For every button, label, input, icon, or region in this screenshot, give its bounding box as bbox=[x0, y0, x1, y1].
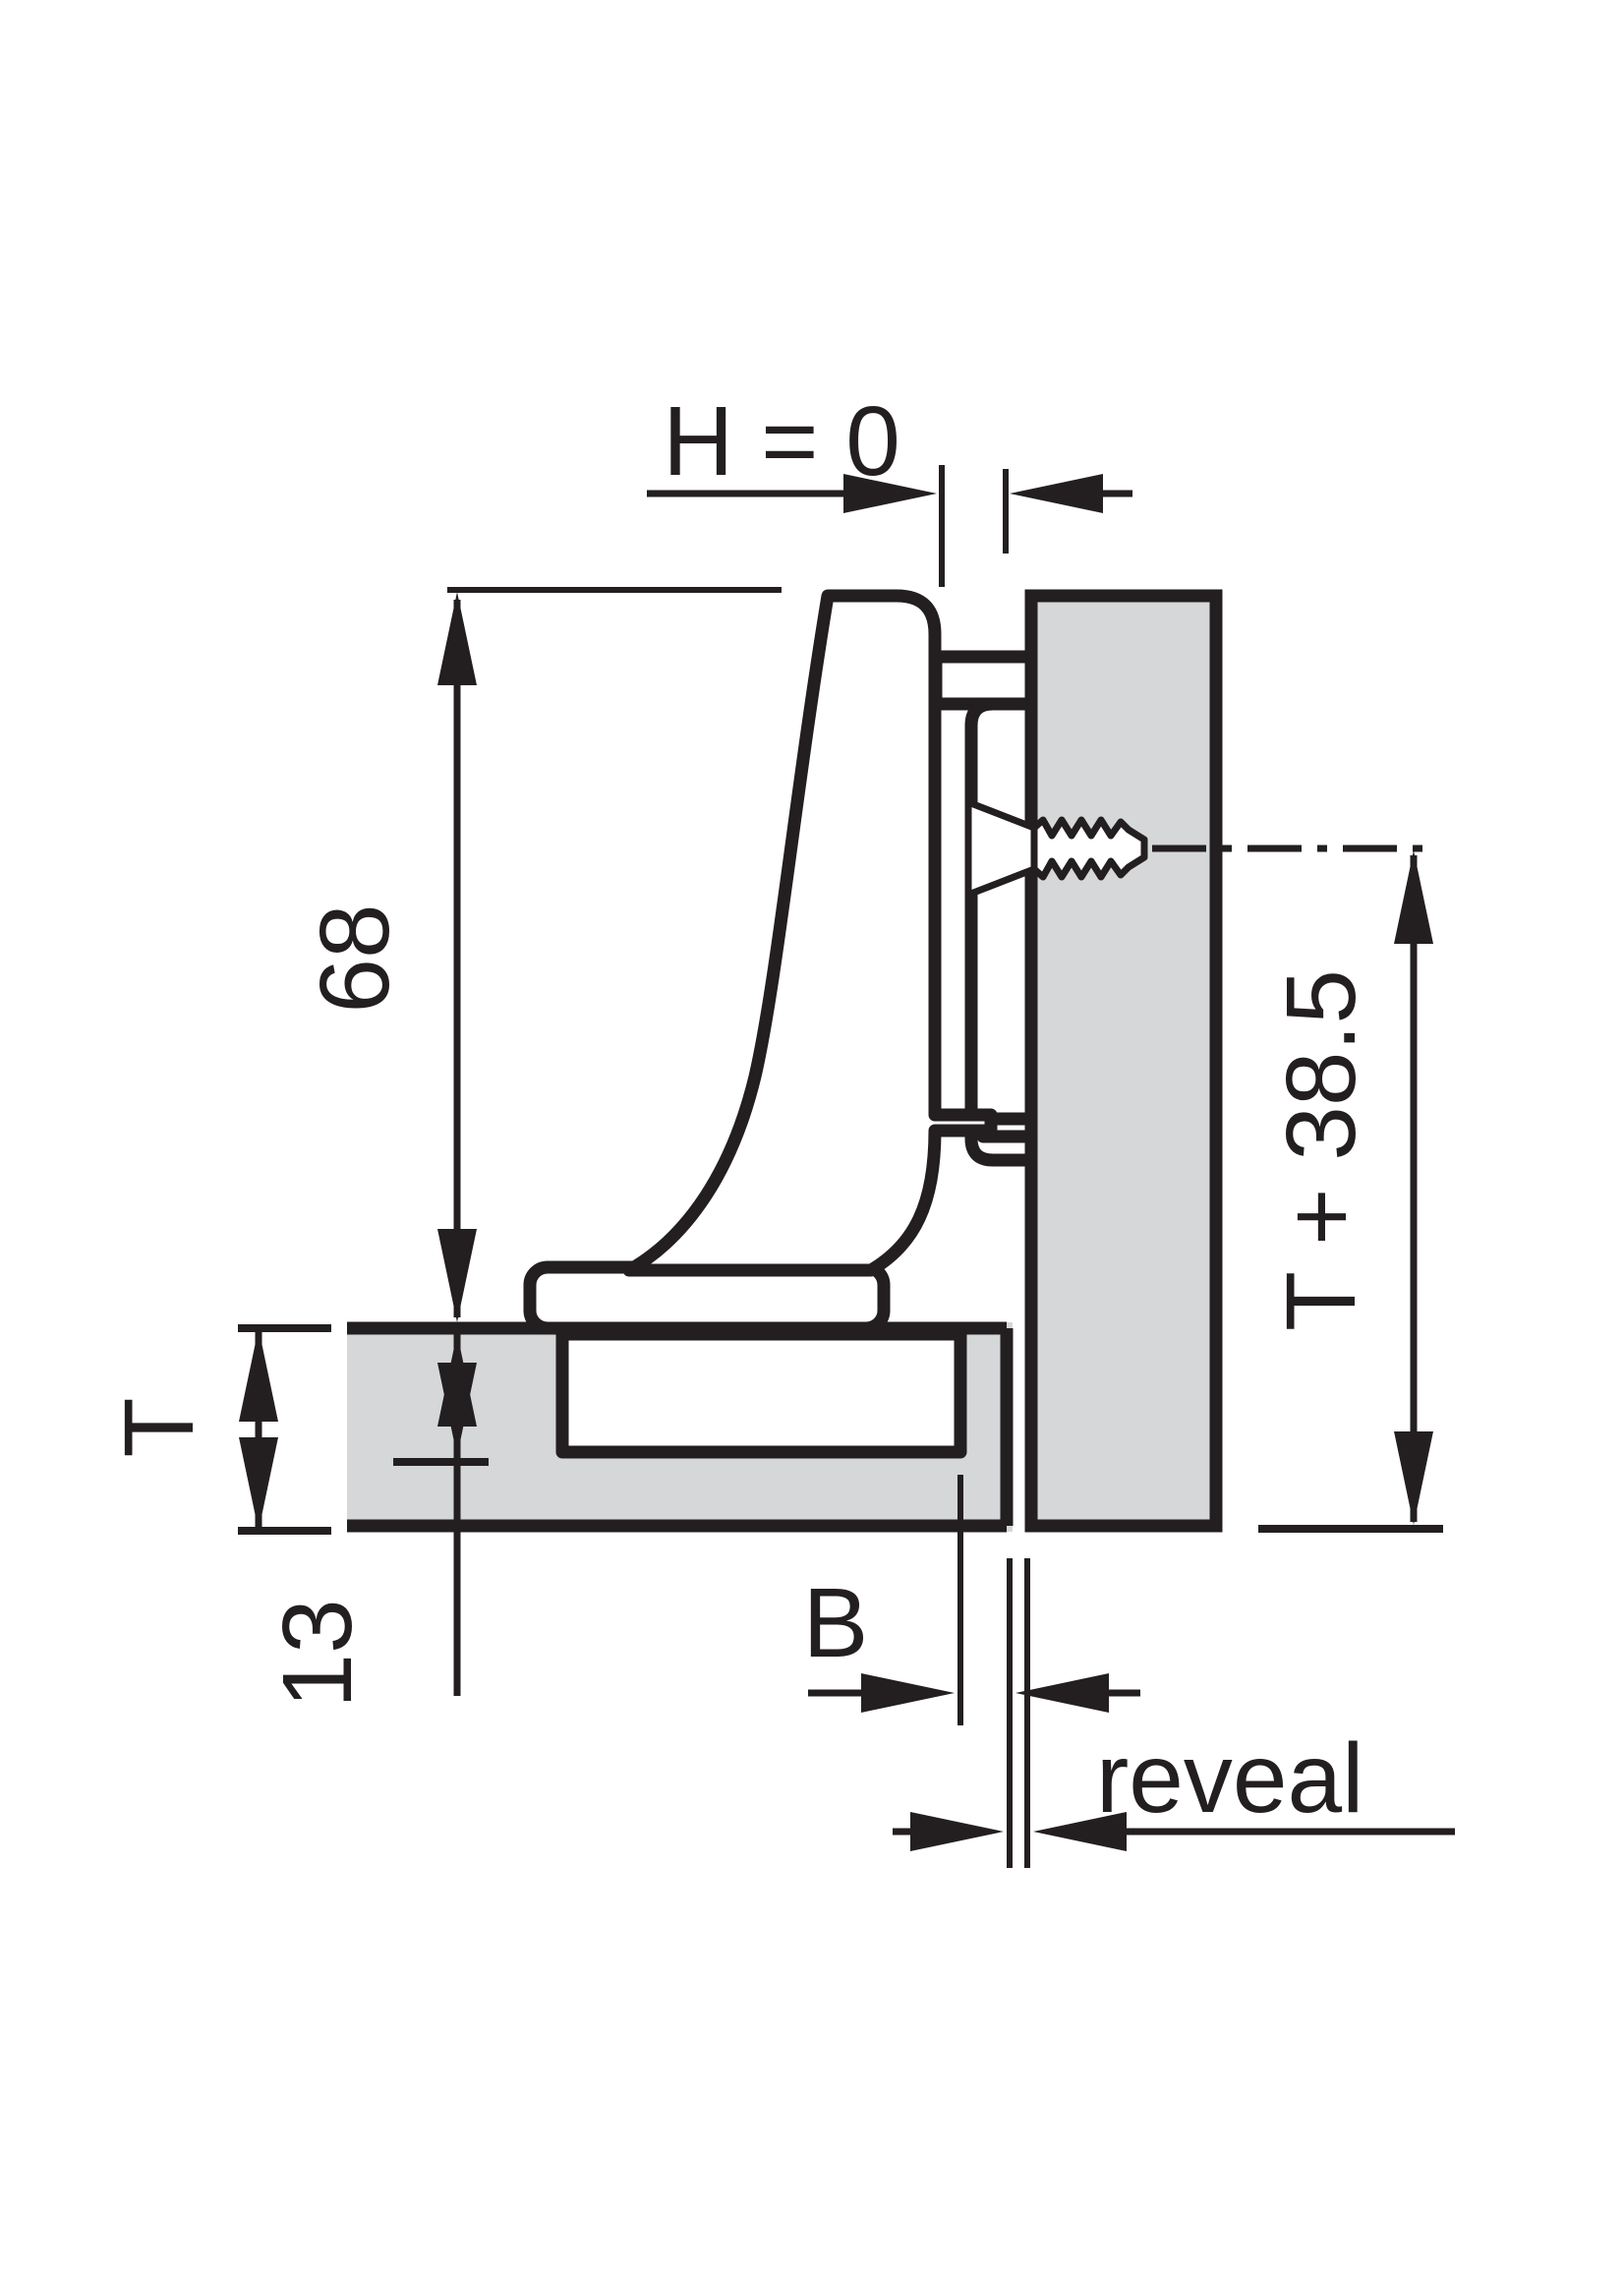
dimension-reveal: reveal bbox=[893, 1723, 1455, 1851]
door-thickness-arrow-up-icon bbox=[239, 1328, 278, 1422]
reveal-label: reveal bbox=[1096, 1723, 1363, 1834]
cup-depth-label: 13 bbox=[262, 1599, 373, 1708]
drilling-arrow-left-icon bbox=[1015, 1673, 1109, 1713]
mounting-plate-top-tab bbox=[929, 650, 1038, 711]
mounting-plate-body bbox=[964, 697, 1038, 1167]
arm-height-arrow-up-icon bbox=[437, 592, 477, 685]
hinge-cup bbox=[555, 1327, 967, 1459]
cup-depth-arrow-down-icon bbox=[437, 1363, 477, 1456]
dimension-arm-height: 68 bbox=[300, 587, 782, 1322]
plate-line-label: T + 38.5 bbox=[1266, 969, 1376, 1331]
reveal-arrow-right-icon bbox=[910, 1812, 1004, 1851]
door-thickness-label: T bbox=[104, 1397, 214, 1457]
screw-thread bbox=[1030, 816, 1148, 881]
drilling-distance-label: B bbox=[803, 1568, 869, 1678]
overlay-arrow-right-icon bbox=[843, 474, 937, 513]
dimension-cup-depth: 13 bbox=[262, 1333, 489, 1709]
dimension-overlay: H = 0 bbox=[647, 386, 1132, 587]
hinge-arm bbox=[622, 589, 998, 1277]
dimension-drilling-distance: B bbox=[803, 1475, 1140, 1868]
reveal-arrow-left-icon bbox=[1033, 1812, 1127, 1851]
plate-line-arrow-up-icon bbox=[1394, 850, 1433, 944]
drilling-arrow-right-icon bbox=[861, 1673, 955, 1713]
door-thickness-ticks bbox=[238, 1324, 331, 1535]
arm-height-arrow-down-icon bbox=[437, 1229, 477, 1322]
dimension-plate-line: T + 38.5 bbox=[1258, 850, 1443, 1533]
plate-line-arrow-down-icon bbox=[1394, 1431, 1433, 1525]
overlay-label: H = 0 bbox=[663, 386, 900, 496]
door-thickness-arrow-down-icon bbox=[239, 1437, 278, 1531]
arm-height-label: 68 bbox=[300, 904, 410, 1013]
dimension-door-thickness: T bbox=[104, 1324, 331, 1535]
cabinet-side-panel bbox=[1024, 589, 1223, 1533]
overlay-arrow-left-icon bbox=[1010, 474, 1103, 513]
